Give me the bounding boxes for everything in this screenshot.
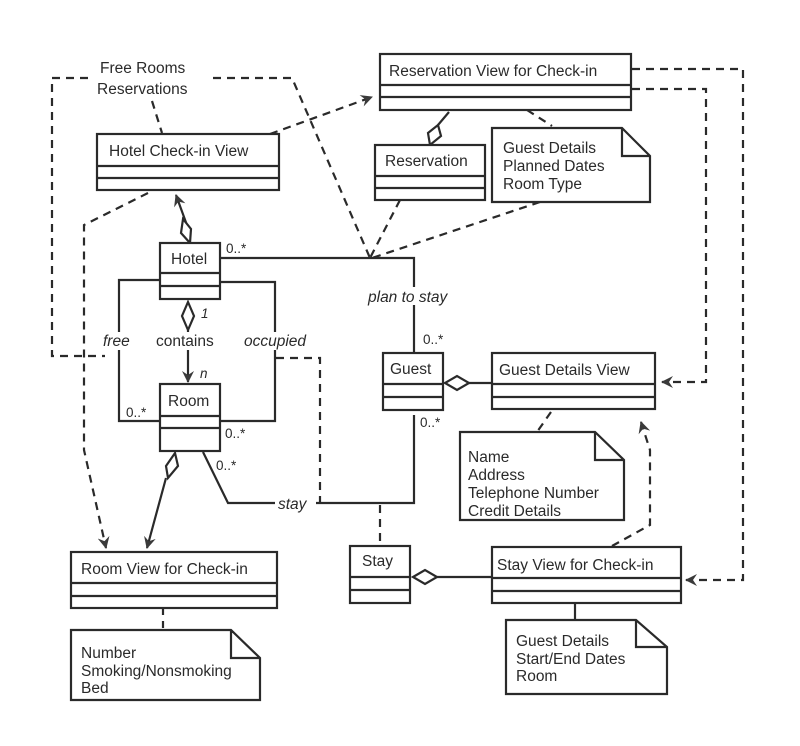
association-label-occupied: occupied — [244, 333, 307, 350]
note-reservation-line-2: Planned Dates — [503, 158, 605, 175]
room-view-aggregation — [144, 477, 168, 549]
multiplicity-guest-stay: 0..* — [420, 415, 441, 430]
class-room-name: Room — [168, 393, 209, 410]
note-room-details[interactable]: Number Smoking/Nonsmoking Bed — [69, 628, 262, 702]
guest-note-link — [536, 411, 552, 433]
occupied-stay-link — [276, 356, 322, 505]
room-view-aggregation-diamond — [164, 450, 180, 481]
free-association — [117, 278, 159, 423]
association-label-plan-to-stay: plan to stay — [367, 289, 449, 306]
class-stay[interactable]: Stay — [348, 544, 412, 605]
multiplicity-room-occupied: 0..* — [225, 426, 246, 441]
guest-details-aggregation-diamond — [442, 374, 472, 392]
reservation-view-to-guest-details-dependency — [632, 87, 708, 388]
multiplicity-guest-plan: 0..* — [423, 332, 444, 347]
free-rooms-to-hotel-view — [150, 100, 164, 134]
class-room-view-name: Room View for Check-in — [81, 561, 248, 578]
note-room-line-2: Smoking/Nonsmoking — [81, 663, 232, 680]
class-hotel-checkin-view[interactable]: Hotel Check-in View — [95, 132, 281, 192]
class-stay-view-name: Stay View for Check-in — [497, 557, 654, 574]
class-guest-name: Guest — [390, 361, 432, 378]
note-guest-line-4: Credit Details — [468, 503, 561, 520]
multiplicity-room-stay: 0..* — [216, 458, 237, 473]
free-rooms-dependency-left — [50, 76, 105, 358]
multiplicity-contains-n: n — [200, 366, 208, 381]
note-room-line-1: Number — [81, 645, 136, 662]
multiplicity-room-free: 0..* — [126, 405, 147, 420]
class-hotel[interactable]: Hotel — [158, 241, 222, 301]
hotel-view-aggregation-diamond — [179, 216, 193, 246]
stay-view-aggregation-diamond — [410, 568, 440, 586]
class-guest-details-view[interactable]: Guest Details View — [490, 351, 657, 411]
note-stay-line-3: Room — [516, 668, 557, 685]
reservation-view-to-stay-view-dependency — [632, 67, 745, 586]
class-stay-view[interactable]: Stay View for Check-in — [490, 545, 683, 605]
class-room[interactable]: Room — [158, 382, 222, 453]
note-guest-line-2: Address — [468, 467, 525, 484]
plan-to-stay-label-bg — [366, 287, 462, 305]
reservation-note-link — [371, 200, 541, 260]
note-stay-line-2: Start/End Dates — [516, 651, 626, 668]
class-hotel-name: Hotel — [171, 251, 207, 268]
class-room-view[interactable]: Room View for Check-in — [69, 550, 279, 610]
note-room-line-3: Bed — [81, 680, 109, 697]
reservation-aggregation — [437, 111, 450, 126]
free-label-bg — [100, 332, 136, 350]
reservation-aggregation-diamond — [426, 123, 443, 148]
contains-aggregation-diamond — [180, 299, 196, 333]
association-label-contains: contains — [156, 333, 214, 350]
multiplicity-contains-one: 1 — [201, 306, 209, 321]
note-reservation-line-3: Room Type — [503, 176, 582, 193]
class-stay-name: Stay — [362, 553, 393, 570]
note-stay-details[interactable]: Guest Details Start/End Dates Room — [504, 618, 669, 696]
association-label-free: free — [103, 333, 130, 350]
hotel-view-to-reservation-view-dependency — [269, 95, 373, 136]
class-reservation-name: Reservation — [385, 153, 468, 170]
reservation-view-note-link — [526, 109, 553, 127]
class-reservation-view[interactable]: Reservation View for Check-in — [378, 52, 633, 112]
association-label-stay: stay — [278, 496, 308, 513]
free-rooms-label-line-1: Free Rooms — [100, 60, 186, 77]
hotel-view-to-room-view-dependency — [82, 192, 149, 549]
note-stay-line-1: Guest Details — [516, 633, 609, 650]
note-guest-line-1: Name — [468, 449, 509, 466]
occupied-label-bg — [242, 332, 316, 350]
stay-view-to-guest-details-dependency — [611, 421, 652, 547]
note-guest-details[interactable]: Name Address Telephone Number Credit Det… — [458, 430, 626, 522]
class-hotel-checkin-view-name: Hotel Check-in View — [109, 143, 249, 160]
free-rooms-label-line-2: Reservations — [97, 81, 188, 98]
multiplicity-hotel-plan: 0..* — [226, 241, 247, 256]
plan-to-stay-association — [221, 256, 416, 353]
class-guest[interactable]: Guest — [381, 351, 445, 412]
note-reservation-line-1: Guest Details — [503, 140, 596, 157]
reservation-association-class-link — [369, 199, 401, 259]
class-guest-details-view-name: Guest Details View — [499, 362, 630, 379]
occupied-association — [221, 280, 277, 423]
note-reservation-details[interactable]: Guest Details Planned Dates Room Type — [490, 126, 652, 204]
note-guest-line-3: Telephone Number — [468, 485, 599, 502]
contains-label-bg — [154, 332, 224, 350]
class-reservation-view-name: Reservation View for Check-in — [389, 63, 597, 80]
stay-association — [202, 415, 416, 505]
class-reservation[interactable]: Reservation — [373, 143, 487, 202]
